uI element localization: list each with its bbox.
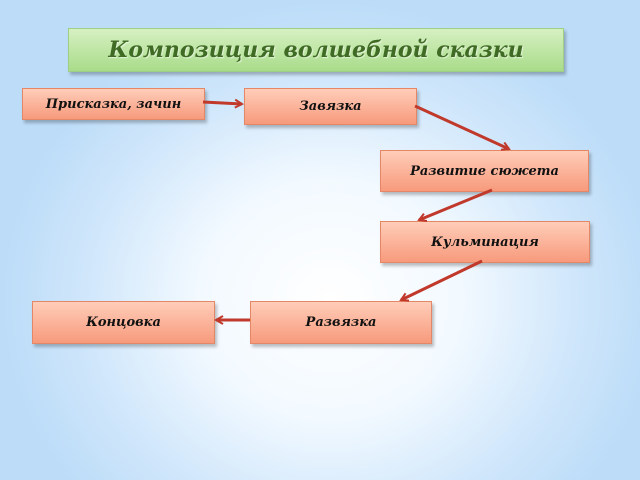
node-priskazka: Присказка, зачин [22,88,205,120]
node-kulminaciya: Кульминация [380,221,590,263]
arrow-4 [401,259,483,300]
slide-title: Композиция волшебной сказки [68,28,564,72]
node-zavyazka: Завязка [244,88,417,125]
arrow-3 [419,188,493,220]
arrow-1 [202,102,242,104]
node-razvyazka: Развязка [250,301,432,344]
arrow-2 [414,104,509,149]
node-koncovka: Концовка [32,301,215,344]
node-razvitie: Развитие сюжета [380,150,589,192]
